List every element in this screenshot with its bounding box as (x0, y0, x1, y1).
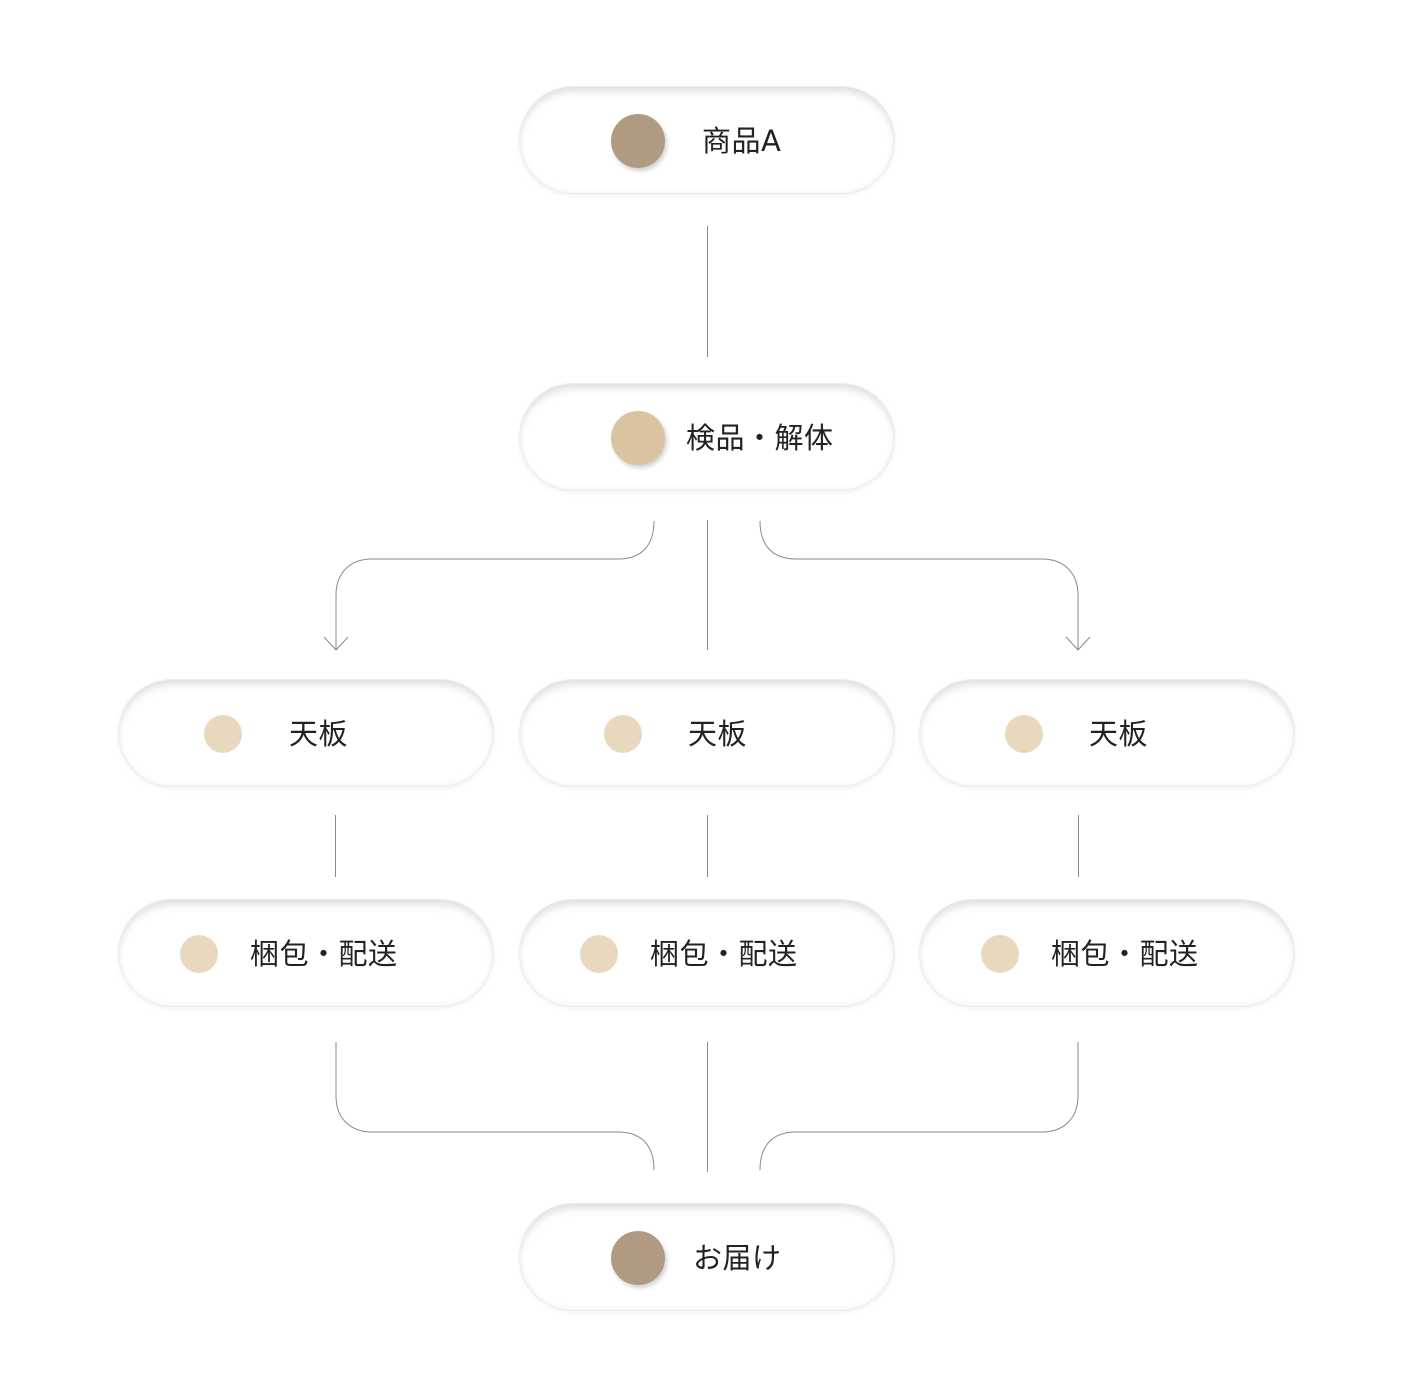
packing-center-dot-icon (580, 935, 618, 973)
node-tabletop-left: 天板 (118, 679, 494, 787)
node-delivery: お届け (519, 1203, 895, 1311)
connector-inspect-to-tabletop-left (335, 520, 655, 650)
connector-packing-left-to-delivery (335, 1042, 655, 1171)
node-packing-right-label: 梱包・配送 (1051, 937, 1199, 971)
node-inspect-label: 検品・解体 (686, 421, 834, 455)
node-tabletop-left-label: 天板 (289, 717, 349, 751)
tabletop-center-dot-icon (604, 715, 642, 753)
arrowhead-left-icon (323, 636, 349, 651)
node-tabletop-right: 天板 (919, 679, 1295, 787)
connector-packing-right-to-delivery (759, 1042, 1079, 1171)
node-packing-center-label: 梱包・配送 (650, 937, 798, 971)
tabletop-right-dot-icon (1005, 715, 1043, 753)
node-packing-center: 梱包・配送 (519, 899, 895, 1007)
arrowhead-right-icon (1065, 636, 1091, 651)
delivery-dot-icon (611, 1231, 665, 1285)
node-source: 商品A (519, 86, 895, 194)
node-packing-right: 梱包・配送 (919, 899, 1295, 1007)
node-inspect: 検品・解体 (519, 383, 895, 491)
packing-right-dot-icon (981, 935, 1019, 973)
inspect-dot-icon (611, 411, 665, 465)
tabletop-left-dot-icon (204, 715, 242, 753)
connector-inspect-to-tabletop-right (759, 520, 1079, 650)
node-tabletop-center: 天板 (519, 679, 895, 787)
node-packing-left: 梱包・配送 (118, 899, 494, 1007)
source-dot-icon (611, 114, 665, 168)
packing-left-dot-icon (180, 935, 218, 973)
node-source-label: 商品A (702, 124, 782, 158)
node-tabletop-center-label: 天板 (688, 717, 748, 751)
node-packing-left-label: 梱包・配送 (250, 937, 398, 971)
node-tabletop-right-label: 天板 (1089, 717, 1149, 751)
node-delivery-label: お届け (693, 1241, 782, 1275)
